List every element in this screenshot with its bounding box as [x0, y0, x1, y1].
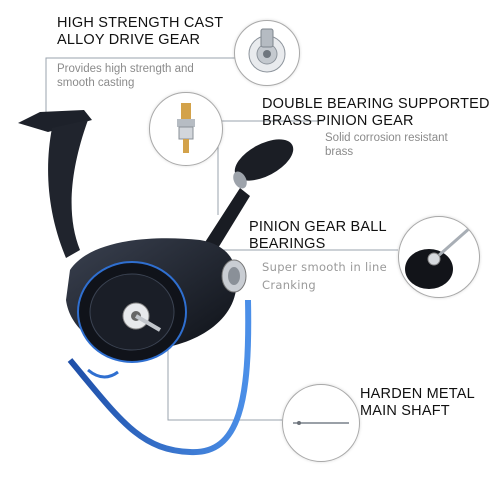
bail-wire [67, 299, 252, 456]
ball-bearing-icon [398, 216, 480, 298]
reel-stem [48, 120, 88, 258]
feature-pinion-gear-description: Solid corrosion resistant brass [325, 132, 448, 158]
pinion-gear-icon [149, 92, 223, 166]
drive-gear-icon [234, 20, 300, 86]
reel-foot [18, 110, 92, 132]
crank-arm [200, 188, 250, 258]
feature-drive-gear-title: HIGH STRENGTH CAST ALLOY DRIVE GEAR [57, 15, 224, 48]
feature-bearings-title: PINION GEAR BALL BEARINGS [249, 219, 387, 252]
leader-line-drive-gear [45, 57, 236, 125]
feature-main-shaft-title: HARDEN METAL MAIN SHAFT [360, 386, 475, 419]
feature-pinion-gear-title: DOUBLE BEARING SUPPORTED BRASS PINION GE… [262, 96, 490, 129]
main-shaft-icon [282, 384, 360, 462]
handle-knob [234, 139, 294, 181]
feature-bearings-description: Super smooth in line Cranking [262, 260, 387, 292]
feature-drive-gear-description: Provides high strength and smooth castin… [57, 63, 194, 89]
